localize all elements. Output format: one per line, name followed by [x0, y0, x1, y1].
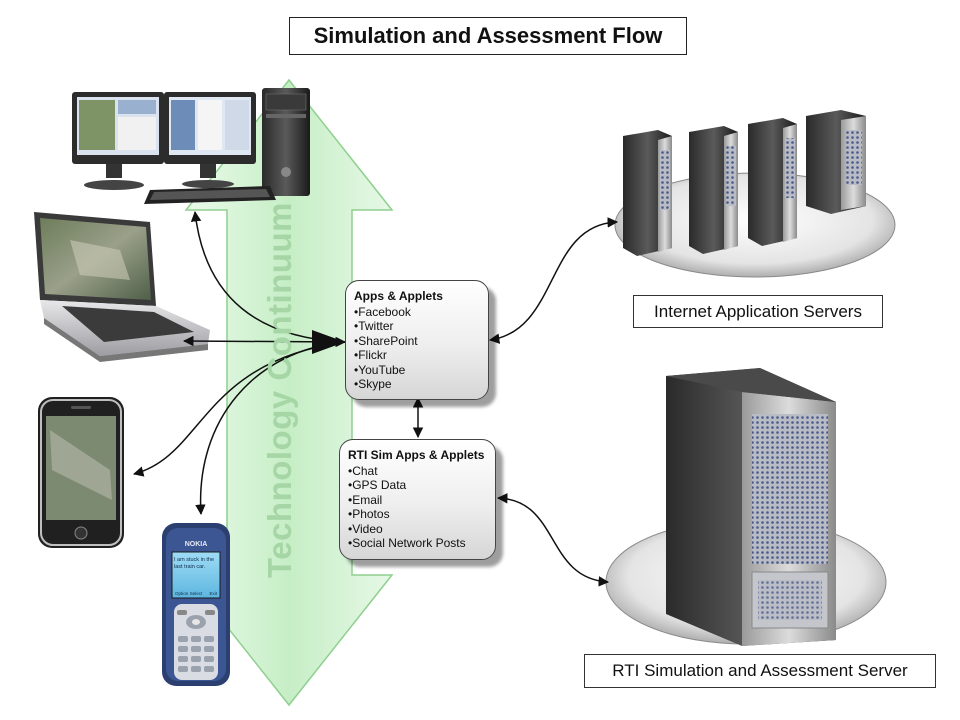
server-unit: [623, 130, 672, 256]
rti-sim-apps-header: RTI Sim Apps & Applets: [348, 448, 485, 462]
rti-sim-apps-list: Chat GPS Data Email Photos Video Social …: [348, 464, 487, 551]
connector-rti-apps-rti-server: [496, 493, 610, 587]
rti-sim-apps-box: RTI Sim Apps & Applets Chat GPS Data Ema…: [339, 439, 496, 560]
nokia-softkey-right: Exit: [209, 591, 217, 596]
apps-applets-list: Facebook Twitter SharePoint Flickr YouTu…: [354, 305, 480, 392]
nokia-brand: NOKIA: [185, 541, 208, 548]
server-unit: [748, 118, 797, 246]
server-unit: [806, 110, 866, 214]
apps-applets-box: Apps & Applets Facebook Twitter SharePoi…: [345, 280, 489, 400]
list-item: Photos: [348, 507, 487, 522]
rti-server-icon: [605, 368, 887, 646]
connector-apps-internet-servers: [488, 217, 619, 344]
list-item: SharePoint: [354, 334, 480, 349]
list-item: Chat: [348, 464, 487, 479]
list-item: Video: [348, 522, 487, 537]
nokia-softkey-left: Option: [175, 591, 189, 596]
list-item: GPS Data: [348, 478, 487, 493]
desktop-computer-icon: [72, 88, 310, 204]
diagram-title: Simulation and Assessment Flow: [289, 17, 687, 55]
internet-servers-label: Internet Application Servers: [633, 295, 883, 328]
list-item: Social Network Posts: [348, 536, 487, 551]
server-unit: [689, 126, 738, 254]
internet-server-cluster-icon: [614, 110, 896, 278]
list-item: Facebook: [354, 305, 480, 320]
list-item: YouTube: [354, 363, 480, 378]
list-item: Flickr: [354, 348, 480, 363]
arrowhead-large: [312, 330, 345, 354]
list-item: Email: [348, 493, 487, 508]
smartphone-icon: [38, 397, 124, 548]
list-item: Twitter: [354, 319, 480, 334]
rti-server-label: RTI Simulation and Assessment Server: [584, 654, 936, 688]
apps-applets-header: Apps & Applets: [354, 289, 443, 303]
nokia-phone-icon: NOKIA I am stuck in the last train car. …: [162, 523, 230, 686]
list-item: Skype: [354, 377, 480, 392]
laptop-icon: [34, 212, 210, 362]
nokia-screen-text: I am stuck in the last train car.: [174, 557, 215, 570]
nokia-softkey-center: Select: [190, 591, 203, 596]
technology-continuum-label: Technology Continuum: [261, 201, 298, 579]
